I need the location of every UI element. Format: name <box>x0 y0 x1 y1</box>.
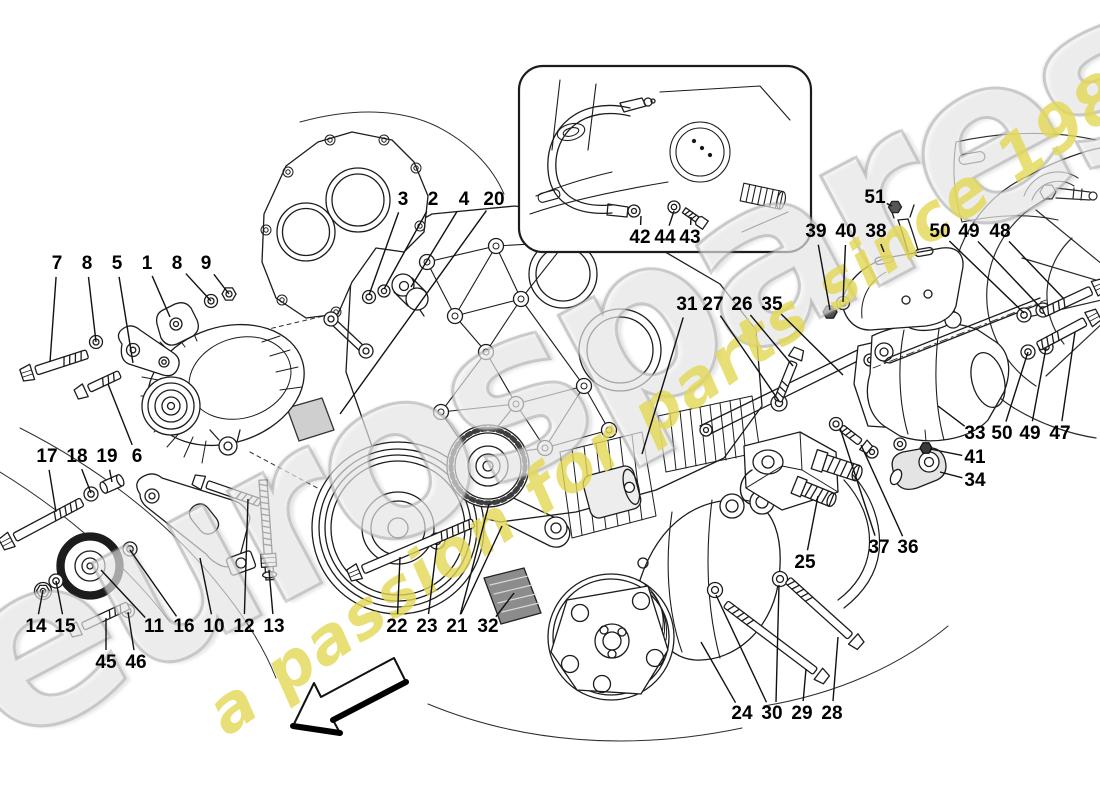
part-callout-34[interactable]: 34 <box>964 470 986 491</box>
part-callout-3[interactable]: 3 <box>397 189 409 210</box>
bolt-45 <box>67 601 130 638</box>
part-callout-51[interactable]: 51 <box>864 187 886 208</box>
inset-bolt-43 <box>681 207 709 230</box>
part-callout-5[interactable]: 5 <box>111 253 123 274</box>
part-callout-35[interactable]: 35 <box>761 294 783 315</box>
part-callout-44[interactable]: 44 <box>654 227 676 248</box>
idler-pulley <box>56 532 124 600</box>
part-callout-50[interactable]: 50 <box>929 221 951 242</box>
part-callout-22[interactable]: 22 <box>386 616 408 637</box>
part-callout-15[interactable]: 15 <box>54 616 76 637</box>
part-callout-18[interactable]: 18 <box>66 446 88 467</box>
nut-51 <box>887 200 903 214</box>
washer-16 <box>122 541 138 557</box>
bolt-47 <box>1036 308 1100 351</box>
part-callout-31[interactable]: 31 <box>676 294 698 315</box>
part-callout-4[interactable]: 4 <box>458 189 470 210</box>
bolt-7 <box>19 349 89 382</box>
part-callout-42[interactable]: 42 <box>629 227 651 248</box>
part-callout-23[interactable]: 23 <box>416 616 438 637</box>
part-callout-46[interactable]: 46 <box>125 652 147 673</box>
bolt-26 <box>774 346 805 403</box>
part-callout-49[interactable]: 49 <box>1019 423 1041 444</box>
part-callout-25[interactable]: 25 <box>794 552 816 573</box>
part-callout-7[interactable]: 7 <box>51 253 63 274</box>
part-callout-48[interactable]: 48 <box>989 221 1011 242</box>
part-callout-40[interactable]: 40 <box>835 221 857 242</box>
part-callout-45[interactable]: 45 <box>95 652 117 673</box>
part-callout-41[interactable]: 41 <box>964 447 986 468</box>
bolt-28 <box>785 577 865 651</box>
part-callout-43[interactable]: 43 <box>679 227 701 248</box>
inset-detail-box <box>517 64 813 254</box>
part-callout-13[interactable]: 13 <box>263 616 285 637</box>
part-callout-29[interactable]: 29 <box>791 703 813 724</box>
nut-41 <box>919 442 933 454</box>
bolt-29 <box>723 600 831 685</box>
part-callout-6[interactable]: 6 <box>131 446 143 467</box>
part-callout-37[interactable]: 37 <box>868 537 890 558</box>
bolt-22 <box>346 518 476 582</box>
spacer-19 <box>99 474 125 494</box>
washer-18 <box>83 486 99 502</box>
bolt-6 <box>73 370 122 400</box>
elbow-fitting-34 <box>837 429 947 609</box>
alternator <box>140 302 305 464</box>
sensor-4 <box>391 273 429 317</box>
part-callout-30[interactable]: 30 <box>761 703 783 724</box>
part-callout-19[interactable]: 19 <box>96 446 118 467</box>
leader-lines <box>37 202 1076 704</box>
part-callout-47[interactable]: 47 <box>1049 423 1071 444</box>
part-callout-12[interactable]: 12 <box>233 616 255 637</box>
part-callout-14[interactable]: 14 <box>25 616 47 637</box>
bolt-17 <box>0 497 85 551</box>
o-ring-30a <box>706 581 724 599</box>
o-ring-30b <box>771 570 789 588</box>
part-callout-32[interactable]: 32 <box>477 616 499 637</box>
inset-hose-42 <box>547 97 656 218</box>
washer-37 <box>828 416 844 432</box>
part-callout-1[interactable]: 1 <box>141 253 153 274</box>
part-callout-16[interactable]: 16 <box>173 616 195 637</box>
direction-arrow <box>290 657 409 736</box>
part-callout-2[interactable]: 2 <box>427 189 439 210</box>
washer-50-top <box>1016 307 1032 323</box>
part-callout-17[interactable]: 17 <box>36 446 58 467</box>
bolt-12 <box>191 474 262 507</box>
part-callout-38[interactable]: 38 <box>865 221 887 242</box>
tensioner-bracket <box>136 473 257 576</box>
gearbox-cover-fragment <box>953 132 1097 223</box>
bolt-48 <box>1042 277 1100 317</box>
part-callout-36[interactable]: 36 <box>897 537 919 558</box>
cam-gasket <box>260 131 429 359</box>
part-callout-33[interactable]: 33 <box>964 423 986 444</box>
part-callout-27[interactable]: 27 <box>702 294 724 315</box>
part-callout-8[interactable]: 8 <box>171 253 183 274</box>
heat-shield <box>841 200 964 331</box>
washer-2 <box>377 284 391 298</box>
alternator-bracket <box>117 325 180 377</box>
part-callout-49[interactable]: 49 <box>958 221 980 242</box>
part-callout-50[interactable]: 50 <box>991 423 1013 444</box>
part-callout-26[interactable]: 26 <box>731 294 753 315</box>
nut-39 <box>822 305 838 319</box>
spacer-cylinder <box>582 465 642 519</box>
belt-shim-20 <box>286 397 335 442</box>
union-fitting-block <box>739 431 863 511</box>
part-callout-28[interactable]: 28 <box>821 703 843 724</box>
part-callout-11[interactable]: 11 <box>143 616 165 637</box>
part-callout-8[interactable]: 8 <box>81 253 93 274</box>
part-callout-10[interactable]: 10 <box>203 616 225 637</box>
part-callout-21[interactable]: 21 <box>446 616 468 637</box>
part-callout-20[interactable]: 20 <box>483 189 505 210</box>
part-callout-24[interactable]: 24 <box>731 703 753 724</box>
part-callout-39[interactable]: 39 <box>805 221 827 242</box>
part-callout-9[interactable]: 9 <box>200 253 212 274</box>
